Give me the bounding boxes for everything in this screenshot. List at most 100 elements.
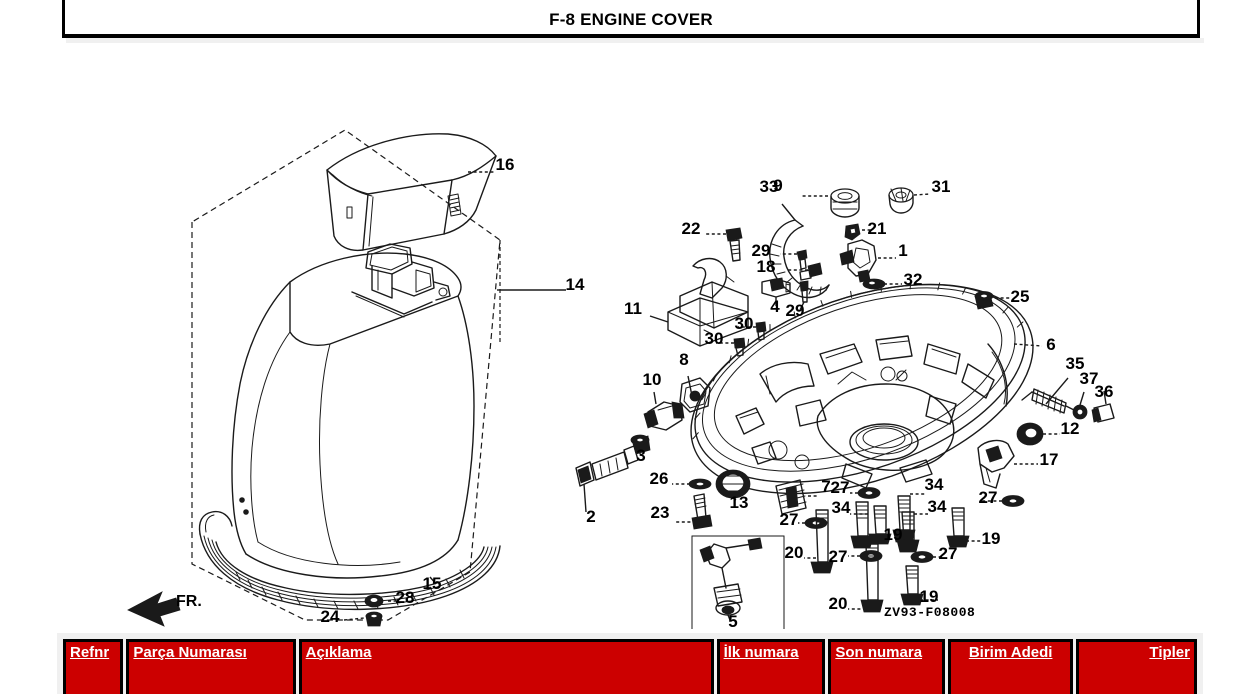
column-header-refnr-link[interactable]: Refnr	[70, 644, 110, 661]
bolt-part-19-a	[868, 505, 892, 545]
callout-number-11[interactable]: 11	[624, 299, 642, 318]
column-header-description[interactable]: Açıklama	[298, 639, 714, 694]
column-header-types[interactable]: Tipler	[1076, 639, 1197, 694]
column-header-description-link[interactable]: Açıklama	[305, 644, 372, 661]
cover-seal-part-15	[198, 510, 501, 611]
parts-table-header-row: Refnr Parça Numarası Açıklama İlk numara…	[63, 639, 1197, 694]
engine-cover-assembly-group: FR.	[127, 129, 501, 627]
callout-number-34[interactable]: 34	[925, 475, 944, 494]
title-box-shadow	[66, 38, 1204, 43]
callout-number-9[interactable]: 9	[773, 176, 782, 195]
callout-number-6[interactable]: 6	[1046, 335, 1055, 354]
callout-number-3[interactable]: 3	[636, 446, 645, 465]
clip-part-30-upper	[755, 321, 767, 341]
callout-number-35[interactable]: 35	[1066, 354, 1085, 373]
callout-number-30[interactable]: 30	[705, 329, 724, 348]
bolt-part-19-b	[946, 507, 970, 548]
callout-number-25[interactable]: 25	[1011, 287, 1030, 306]
bolt-part-20-b	[860, 543, 884, 613]
washer-part-27-a	[857, 487, 881, 499]
column-header-part-number[interactable]: Parça Numarası	[126, 639, 296, 694]
callout-number-17[interactable]: 17	[1040, 450, 1059, 469]
callout-number-30[interactable]: 30	[735, 314, 754, 333]
callout-number-23[interactable]: 23	[651, 503, 670, 522]
callout-number-37[interactable]: 37	[1080, 369, 1099, 388]
column-header-types-link[interactable]: Tipler	[1149, 644, 1190, 661]
cowl-interior-structure	[735, 335, 1008, 489]
parts-table-container: Refnr Parça Numarası Açıklama İlk numara…	[57, 633, 1203, 694]
callout-number-24[interactable]: 24	[321, 607, 340, 626]
callout-number-32[interactable]: 32	[904, 270, 923, 289]
bolt-part-34-c	[896, 511, 920, 553]
left-callout-leaders	[343, 171, 566, 621]
callout-number-27[interactable]: 27	[829, 547, 848, 566]
column-header-quantity-link[interactable]: Birim Adedi	[968, 644, 1053, 661]
column-header-part-number-link[interactable]: Parça Numarası	[133, 644, 247, 661]
bolt-part-18	[799, 262, 823, 281]
callout-number-27[interactable]: 27	[939, 544, 958, 563]
callout-number-10[interactable]: 10	[643, 370, 662, 389]
callout-number-18[interactable]: 18	[757, 257, 776, 276]
cover-latch-detail	[351, 243, 451, 318]
clip-part-32	[862, 278, 886, 290]
washer-part-26	[688, 478, 712, 490]
callout-number-26[interactable]: 26	[650, 469, 669, 488]
grommet-part-28	[364, 594, 384, 608]
callout-number-33[interactable]: 33	[760, 177, 779, 196]
exploded-parts-diagram: .ln { fill:none; stroke:#1a1a1a; stroke-…	[0, 44, 1260, 629]
callout-number-1[interactable]: 1	[898, 241, 907, 260]
right-callout-leaders	[583, 193, 1107, 621]
spring-part-35	[1021, 388, 1075, 414]
lower-cowl-exploded-group: ZV93-F08008	[575, 187, 1115, 629]
rubber-block-part-7	[775, 479, 807, 515]
fastener-part-29-lower	[799, 280, 809, 303]
callout-number-7[interactable]: 7	[821, 477, 830, 496]
column-header-quantity[interactable]: Birim Adedi	[948, 639, 1074, 694]
callout-number-5[interactable]: 5	[728, 612, 737, 629]
callout-number-27[interactable]: 27	[780, 510, 799, 529]
column-header-last-number-link[interactable]: Son numara	[835, 644, 923, 661]
page-title: F-8 ENGINE COVER	[549, 10, 713, 29]
callout-number-19[interactable]: 19	[884, 525, 903, 544]
fitting-part-4	[761, 277, 791, 298]
column-header-first-number-link[interactable]: İlk numara	[723, 644, 799, 661]
bolt-part-22	[725, 227, 743, 262]
callout-number-14[interactable]: 14	[566, 275, 585, 294]
callout-number-27[interactable]: 27	[831, 478, 850, 497]
callout-number-2[interactable]: 2	[586, 507, 595, 526]
bracket-part-17	[977, 439, 1015, 489]
column-header-refnr[interactable]: Refnr	[63, 639, 124, 694]
front-direction-arrow	[127, 591, 181, 627]
callout-number-29[interactable]: 29	[786, 301, 805, 320]
callout-number-19[interactable]: 19	[982, 529, 1001, 548]
callout-number-22[interactable]: 22	[682, 219, 701, 238]
bolt-part-2	[575, 445, 639, 487]
column-header-last-number[interactable]: Son numara	[828, 639, 946, 694]
callout-number-34[interactable]: 34	[832, 498, 851, 517]
diagram-title-box: F-8 ENGINE COVER	[62, 0, 1200, 38]
callout-number-21[interactable]: 21	[868, 219, 887, 238]
callout-number-28[interactable]: 28	[396, 588, 415, 607]
clip-part-21	[844, 223, 861, 241]
parts-table: Refnr Parça Numarası Açıklama İlk numara…	[60, 639, 1200, 694]
sensor-part-5	[691, 535, 785, 629]
callout-number-20[interactable]: 20	[785, 543, 804, 562]
callout-number-20[interactable]: 20	[829, 594, 848, 613]
callout-number-8[interactable]: 8	[679, 350, 688, 369]
callout-number-15[interactable]: 15	[423, 574, 442, 593]
callout-number-16[interactable]: 16	[496, 155, 515, 174]
callout-number-27[interactable]: 27	[979, 488, 998, 507]
plug-part-36	[1091, 403, 1115, 423]
callout-number-31[interactable]: 31	[932, 177, 951, 196]
callout-number-34[interactable]: 34	[928, 497, 947, 516]
callout-number-4[interactable]: 4	[770, 297, 780, 316]
callout-number-36[interactable]: 36	[1095, 382, 1114, 401]
hood-panel-part-16	[326, 133, 497, 252]
callout-number-29[interactable]: 29	[752, 241, 771, 260]
callout-number-19[interactable]: 19	[920, 587, 939, 606]
callout-number-12[interactable]: 12	[1061, 419, 1080, 438]
column-header-first-number[interactable]: İlk numara	[716, 639, 826, 694]
grommet-part-31	[888, 187, 914, 214]
callout-number-13[interactable]: 13	[730, 493, 749, 512]
